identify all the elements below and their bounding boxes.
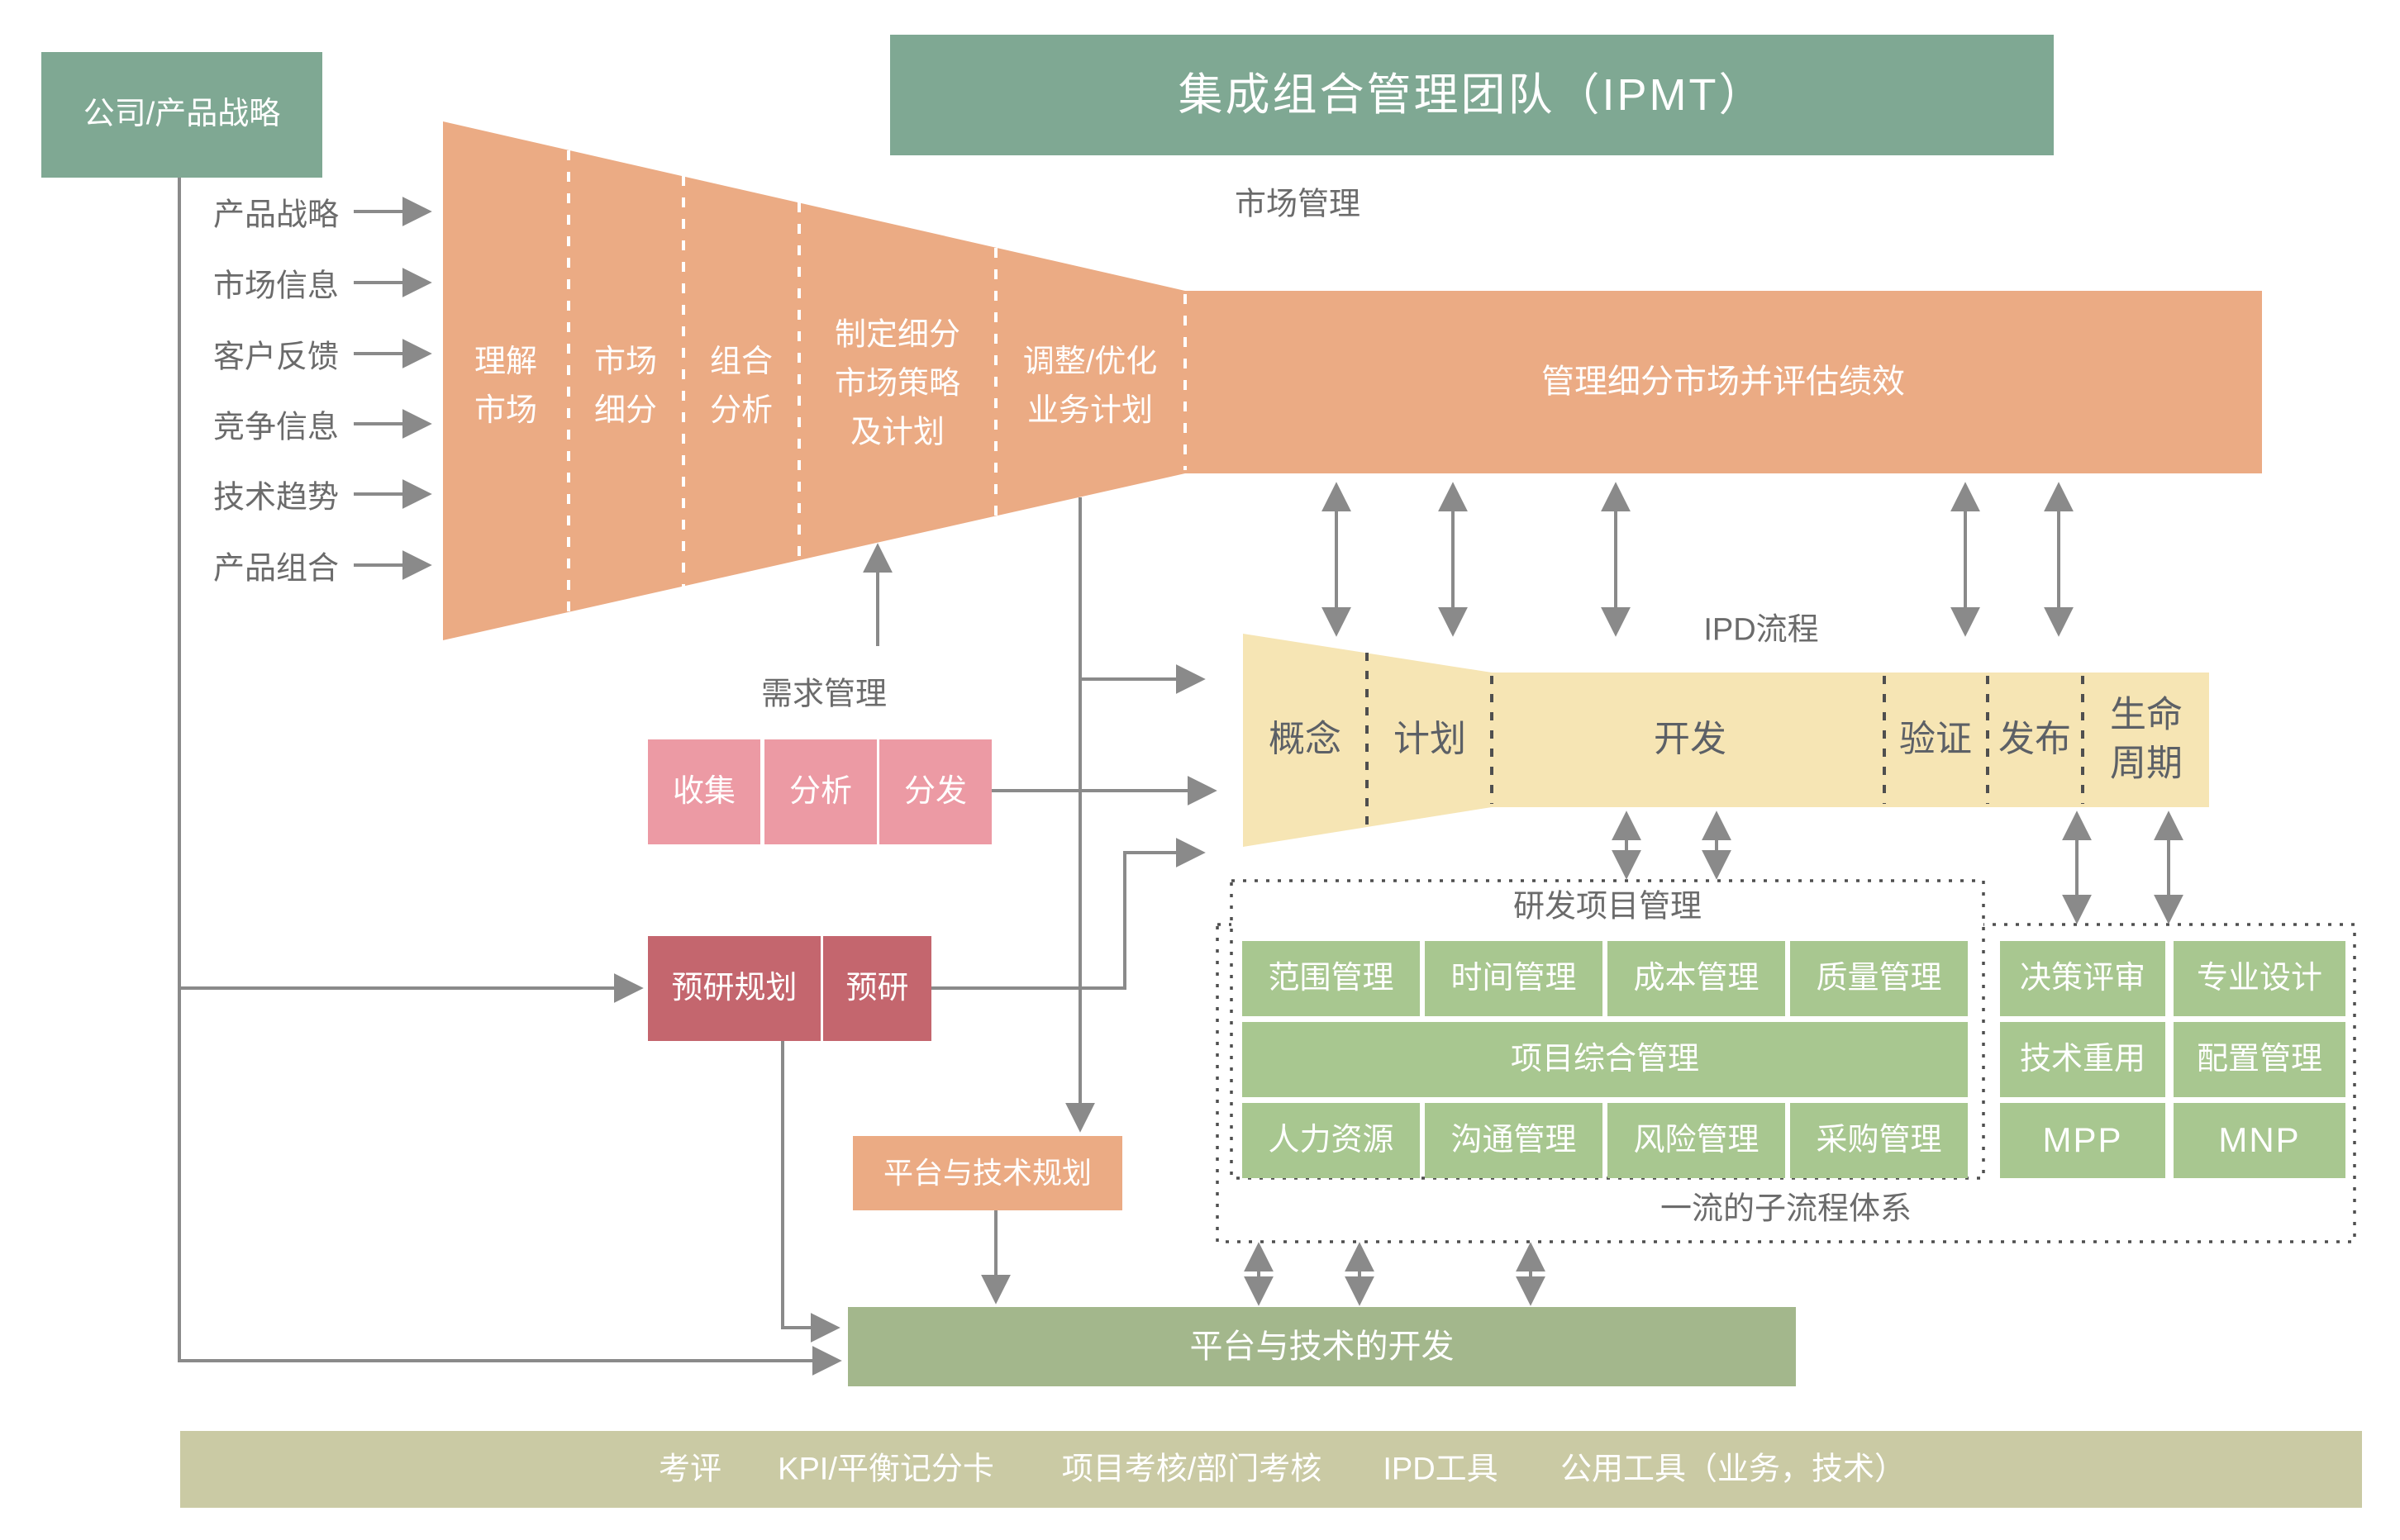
rnd-cell-cost: 成本管理 bbox=[1607, 941, 1785, 1016]
input-label-tech-trend: 技术趋势 bbox=[212, 480, 339, 516]
footer-item-ipd-tools: IPD工具 bbox=[1383, 1451, 1498, 1486]
funnel-stage-separators bbox=[567, 150, 1187, 612]
footer-item-common-tools: 公用工具（业务，技术） bbox=[1560, 1451, 1907, 1486]
manage-segment-bar-shape bbox=[1185, 291, 2262, 473]
input-label-customer-feedback: 客户反馈 bbox=[212, 340, 339, 375]
input-label-product-strategy: 产品战略 bbox=[212, 197, 339, 233]
subprocess-cell-decision-review: 决策评审 bbox=[2000, 941, 2165, 1016]
preresearch-box: 预研 bbox=[823, 936, 931, 1041]
ipd-stage-separators bbox=[1365, 653, 2084, 827]
platform-tech-planning-box: 平台与技术规划 bbox=[853, 1136, 1122, 1210]
rnd-cell-hr: 人力资源 bbox=[1242, 1103, 1420, 1178]
subprocess-cell-mnp: MNP bbox=[2174, 1103, 2345, 1178]
rnd-cell-risk: 风险管理 bbox=[1607, 1103, 1785, 1178]
ipd-stage-develop: 开发 bbox=[1654, 718, 1726, 759]
ipmt-title-banner: 集成组合管理团队（IPMT） bbox=[890, 35, 2054, 155]
market-funnel-shape bbox=[443, 121, 1185, 640]
subprocess-cell-configuration-mgmt: 配置管理 bbox=[2174, 1022, 2345, 1097]
subprocess-cell-professional-design: 专业设计 bbox=[2174, 941, 2345, 1016]
demand-step-analyze: 分析 bbox=[764, 739, 877, 844]
input-label-market-info: 市场信息 bbox=[212, 269, 339, 304]
rnd-cell-scope: 范围管理 bbox=[1242, 941, 1420, 1016]
ipd-stage-plan: 计划 bbox=[1393, 718, 1466, 759]
footer-tools-bar: 考评 KPI/平衡记分卡 项目考核/部门考核 IPD工具 公用工具（业务，技术） bbox=[180, 1431, 2362, 1508]
footer-item-kpi-scorecard: KPI/平衡记分卡 bbox=[778, 1451, 994, 1486]
rnd-cell-integration: 项目综合管理 bbox=[1242, 1022, 1968, 1097]
input-label-product-portfolio: 产品组合 bbox=[212, 551, 339, 587]
preresearch-planning-box: 预研规划 bbox=[648, 936, 821, 1041]
manage-segment-bar-label: 管理细分市场并评估绩效 bbox=[1541, 364, 1905, 400]
rnd-project-management-title: 研发项目管理 bbox=[1512, 889, 1702, 924]
ipd-stage-verify: 验证 bbox=[1899, 718, 1972, 759]
funnel-stage-market-segmentation: 市场 细分 bbox=[593, 345, 658, 428]
funnel-stage-segment-strategy-plan: 制定细分 市场策略 及计划 bbox=[834, 317, 961, 450]
rnd-cell-procurement: 采购管理 bbox=[1790, 1103, 1968, 1178]
demand-management-label: 需求管理 bbox=[760, 677, 888, 712]
company-product-strategy-box: 公司/产品战略 bbox=[41, 52, 322, 178]
platform-tech-development-bar: 平台与技术的开发 bbox=[848, 1307, 1796, 1386]
funnel-stage-adjust-optimize-plan: 调整/优化 业务计划 bbox=[1022, 345, 1158, 428]
subprocess-cell-tech-reuse: 技术重用 bbox=[2000, 1022, 2165, 1097]
demand-step-distribute: 分发 bbox=[879, 739, 992, 844]
funnel-stage-understand-market: 理解 市场 bbox=[474, 345, 538, 428]
ipd-stage-lifecycle: 生命 周期 bbox=[2110, 694, 2183, 784]
rnd-cell-quality: 质量管理 bbox=[1790, 941, 1968, 1016]
rnd-cell-time: 时间管理 bbox=[1425, 941, 1602, 1016]
ipd-process-label: IPD流程 bbox=[1703, 612, 1819, 648]
ipd-band-shape bbox=[1243, 634, 2209, 847]
first-class-subprocess-label: 一流的子流程体系 bbox=[1660, 1191, 1912, 1227]
rnd-cell-communication: 沟通管理 bbox=[1425, 1103, 1602, 1178]
footer-item-assessment: 考评 bbox=[658, 1451, 722, 1486]
demand-step-collect: 收集 bbox=[648, 739, 760, 844]
ipd-stage-release: 发布 bbox=[1998, 718, 2071, 759]
footer-item-project-dept-assessment: 项目考核/部门考核 bbox=[1061, 1451, 1322, 1486]
market-management-label: 市场管理 bbox=[1234, 187, 1361, 222]
input-label-competition-info: 竞争信息 bbox=[212, 410, 339, 445]
ipd-stage-concept: 概念 bbox=[1269, 718, 1341, 759]
connector-lines bbox=[178, 178, 2183, 1376]
subprocess-cell-mpp: MPP bbox=[2000, 1103, 2165, 1178]
funnel-stage-portfolio-analysis: 组合 分析 bbox=[709, 345, 774, 428]
